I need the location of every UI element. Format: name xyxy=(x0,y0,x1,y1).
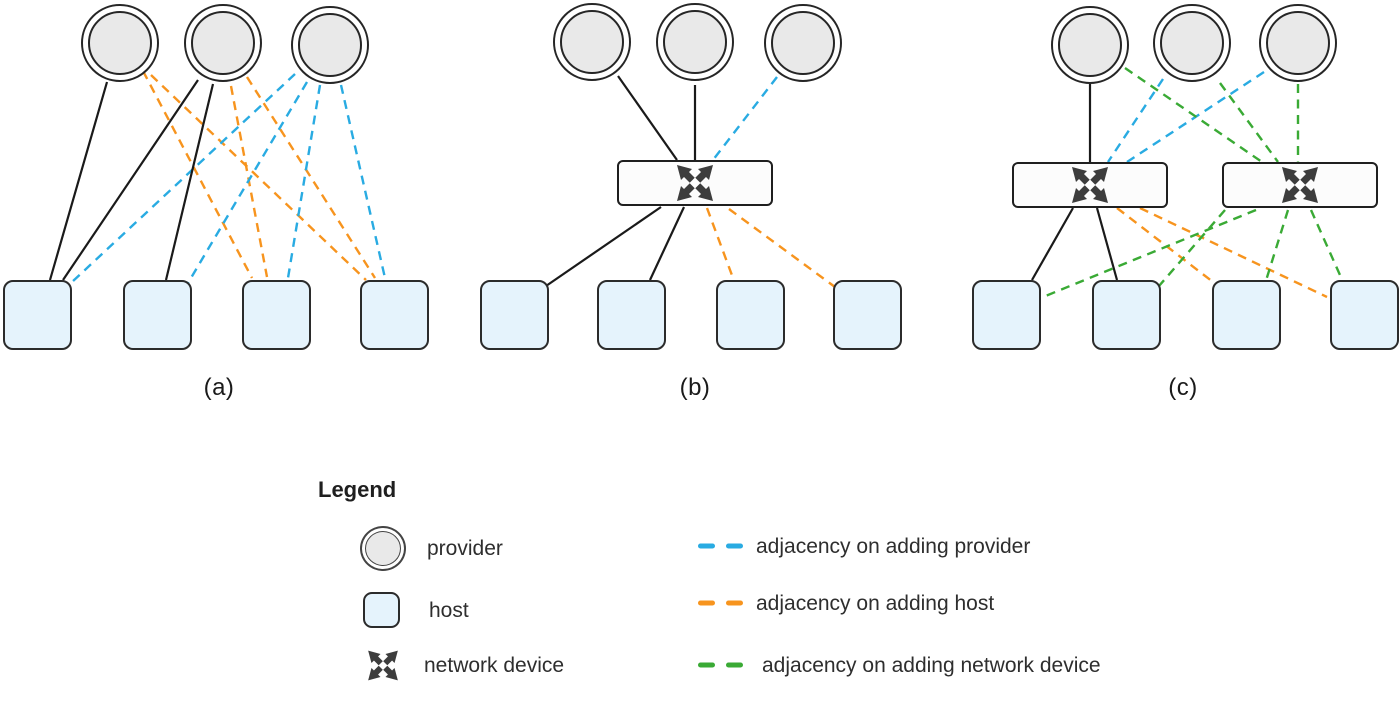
edge-add-host xyxy=(150,74,367,281)
network-device-node xyxy=(1222,162,1378,208)
edge-add-device xyxy=(1309,209,1346,285)
legend-network-device-icon xyxy=(366,649,400,682)
host-node xyxy=(597,280,666,350)
edge-add-provider xyxy=(286,84,322,279)
edge-add-host xyxy=(1139,206,1328,299)
edge-add-provider xyxy=(71,73,296,283)
provider-node-inner xyxy=(1266,11,1330,75)
legend-host-label: host xyxy=(429,599,469,622)
panel-label: (c) xyxy=(1168,374,1198,401)
provider-node xyxy=(553,3,631,81)
edge-existing xyxy=(617,75,678,161)
panel-label: (b) xyxy=(679,374,711,401)
provider-node xyxy=(184,4,262,82)
host-node xyxy=(1092,280,1161,350)
edge-add-device xyxy=(1042,208,1257,299)
host-node xyxy=(123,280,192,350)
provider-node xyxy=(1051,6,1129,84)
provider-node-inner xyxy=(1058,13,1122,77)
provider-node-inner xyxy=(298,13,362,77)
provider-node-inner xyxy=(663,10,727,74)
legend-add-host-dash xyxy=(698,600,715,606)
legend-add-host-dash xyxy=(726,600,743,606)
edge-existing xyxy=(1031,207,1074,281)
legend-provider-icon-inner xyxy=(365,531,401,566)
edge-existing xyxy=(62,79,199,281)
legend-provider-icon xyxy=(360,526,406,571)
legend-host-icon xyxy=(363,592,400,628)
legend-title: Legend xyxy=(318,477,397,502)
edge-add-device xyxy=(1219,82,1279,163)
network-device-node xyxy=(1012,162,1168,208)
host-node xyxy=(3,280,72,350)
provider-node-inner xyxy=(1160,11,1224,75)
edge-existing xyxy=(48,81,109,281)
legend-provider-label: provider xyxy=(427,537,503,560)
panel-label: (a) xyxy=(203,374,235,401)
edge-existing xyxy=(1095,207,1119,281)
legend-add-provider-label: adjacency on adding provider xyxy=(756,535,1031,558)
host-node xyxy=(1330,280,1399,350)
provider-node xyxy=(764,4,842,82)
host-node xyxy=(972,280,1041,350)
legend-add-provider-dash xyxy=(726,543,743,549)
network-device-node xyxy=(617,160,773,206)
edge-add-device xyxy=(1158,209,1226,287)
host-node xyxy=(833,280,902,350)
provider-node xyxy=(656,3,734,81)
legend-add-provider-dash xyxy=(698,543,715,549)
provider-node xyxy=(1259,4,1337,82)
move-arrows-icon xyxy=(1072,167,1108,203)
move-arrows-icon xyxy=(368,650,398,681)
legend-add-device-dash xyxy=(726,662,743,668)
provider-node-inner xyxy=(560,10,624,74)
provider-node xyxy=(81,4,159,82)
host-node xyxy=(360,280,429,350)
provider-node xyxy=(1153,4,1231,82)
edge-add-provider xyxy=(186,81,309,284)
edge-add-host xyxy=(141,70,254,279)
edge-add-device xyxy=(1262,209,1290,288)
edge-add-device xyxy=(1124,67,1263,163)
edge-existing xyxy=(545,206,662,287)
move-arrows-icon xyxy=(677,165,713,201)
edge-add-provider xyxy=(339,84,387,279)
provider-node-inner xyxy=(191,11,255,75)
legend-network-device-label: network device xyxy=(424,654,565,677)
edge-add-host xyxy=(1116,207,1214,283)
host-node xyxy=(242,280,311,350)
edge-existing xyxy=(649,206,685,281)
host-node xyxy=(716,280,785,350)
edge-add-provider xyxy=(712,76,778,161)
legend-add-device-dash xyxy=(698,662,715,668)
edge-add-provider xyxy=(1106,78,1165,163)
edge-add-host xyxy=(705,207,735,279)
edge-add-host xyxy=(728,208,836,288)
move-arrows-icon xyxy=(1282,167,1318,203)
edge-existing xyxy=(164,83,215,281)
legend-add-device-label: adjacency on adding network device xyxy=(762,654,1101,677)
legend-add-host-label: adjacency on adding host xyxy=(756,592,995,615)
host-node xyxy=(480,280,549,350)
host-node xyxy=(1212,280,1281,350)
edge-add-host xyxy=(245,76,377,279)
provider-node-inner xyxy=(88,11,152,75)
provider-node xyxy=(291,6,369,84)
provider-node-inner xyxy=(771,11,835,75)
